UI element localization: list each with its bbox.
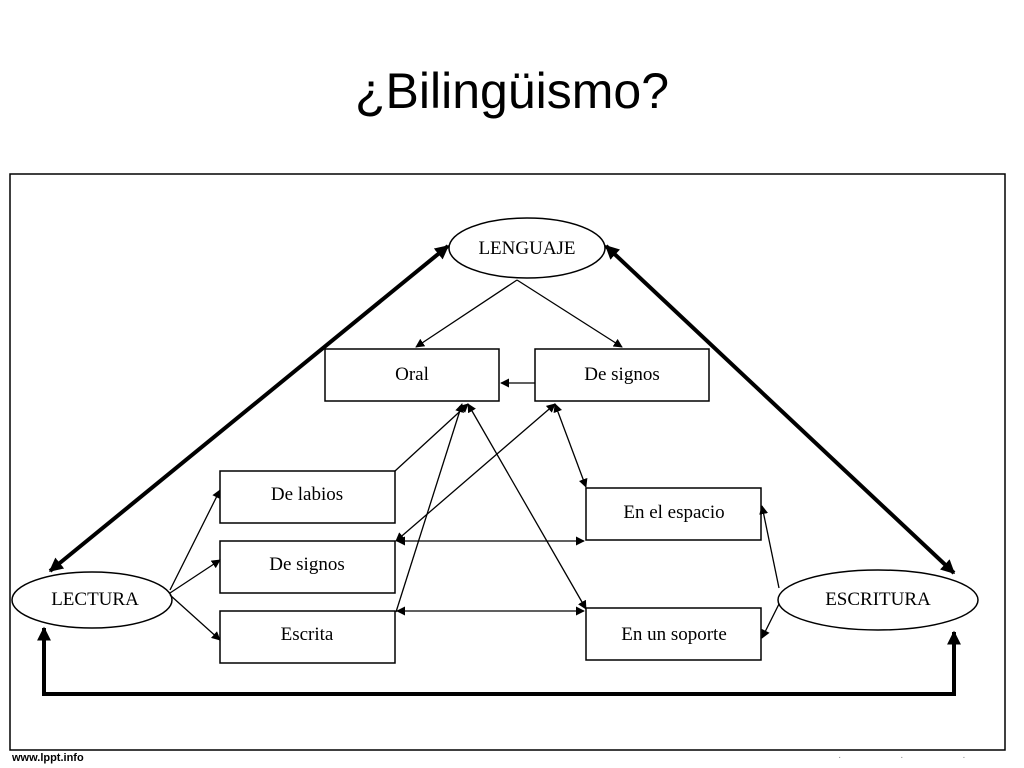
node-de-signos-mid-label: De signos — [269, 554, 344, 575]
arrow-lectura-escrita — [169, 594, 221, 641]
node-de-labios: De labios — [219, 470, 396, 524]
node-lectura-label: LECTURA — [51, 589, 139, 610]
node-oral-label: Oral — [395, 364, 429, 385]
arrow-escritura-soporte — [761, 603, 780, 639]
node-oral: Oral — [324, 348, 500, 402]
diagram-frame — [9, 173, 1006, 751]
arrow-oral-soporte — [467, 403, 587, 610]
thin-connectors — [169, 279, 780, 641]
node-escritura-label: ESCRITURA — [825, 589, 931, 610]
node-escrita: Escrita — [219, 610, 396, 664]
thick-connectors — [37, 244, 961, 696]
node-en-el-espacio-label: En el espacio — [623, 502, 724, 523]
arrow-signos-mid-signos-top — [395, 403, 556, 542]
node-lectura: LECTURA — [11, 571, 173, 629]
arrow-lectura-labios — [169, 489, 221, 591]
arrow-lenguaje-signos — [516, 279, 623, 348]
node-lenguaje: LENGUAJE — [448, 217, 606, 279]
node-de-signos-mid: De signos — [219, 540, 396, 594]
arrow-escritura-lenguaje — [604, 244, 956, 575]
arrow-lectura-signos — [169, 559, 221, 594]
node-en-un-soporte-label: En un soporte — [621, 624, 727, 645]
footer-dots: · · · — [838, 752, 994, 763]
arrow-escritura-espacio — [759, 505, 780, 589]
slide-title: ¿Bilingüismo? — [354, 63, 669, 119]
node-de-signos-top-label: De signos — [584, 364, 659, 385]
arrow-escrita-oral — [395, 403, 464, 613]
footer-site: www.lppt.info — [12, 752, 84, 764]
node-de-signos-top: De signos — [534, 348, 710, 402]
arrow-lectura-escritura-bottom — [37, 626, 961, 696]
node-escrita-label: Escrita — [281, 624, 334, 645]
arrow-signos-top-espacio — [553, 403, 588, 488]
node-en-un-soporte: En un soporte — [585, 607, 762, 661]
node-de-labios-label: De labios — [271, 484, 343, 505]
node-lenguaje-label: LENGUAJE — [478, 238, 575, 259]
arrow-labios-oral — [394, 403, 469, 472]
arrow-lenguaje-oral — [415, 279, 518, 348]
arrow-lectura-lenguaje — [48, 244, 450, 573]
node-en-el-espacio: En el espacio — [585, 487, 762, 541]
node-escritura: ESCRITURA — [777, 569, 979, 631]
